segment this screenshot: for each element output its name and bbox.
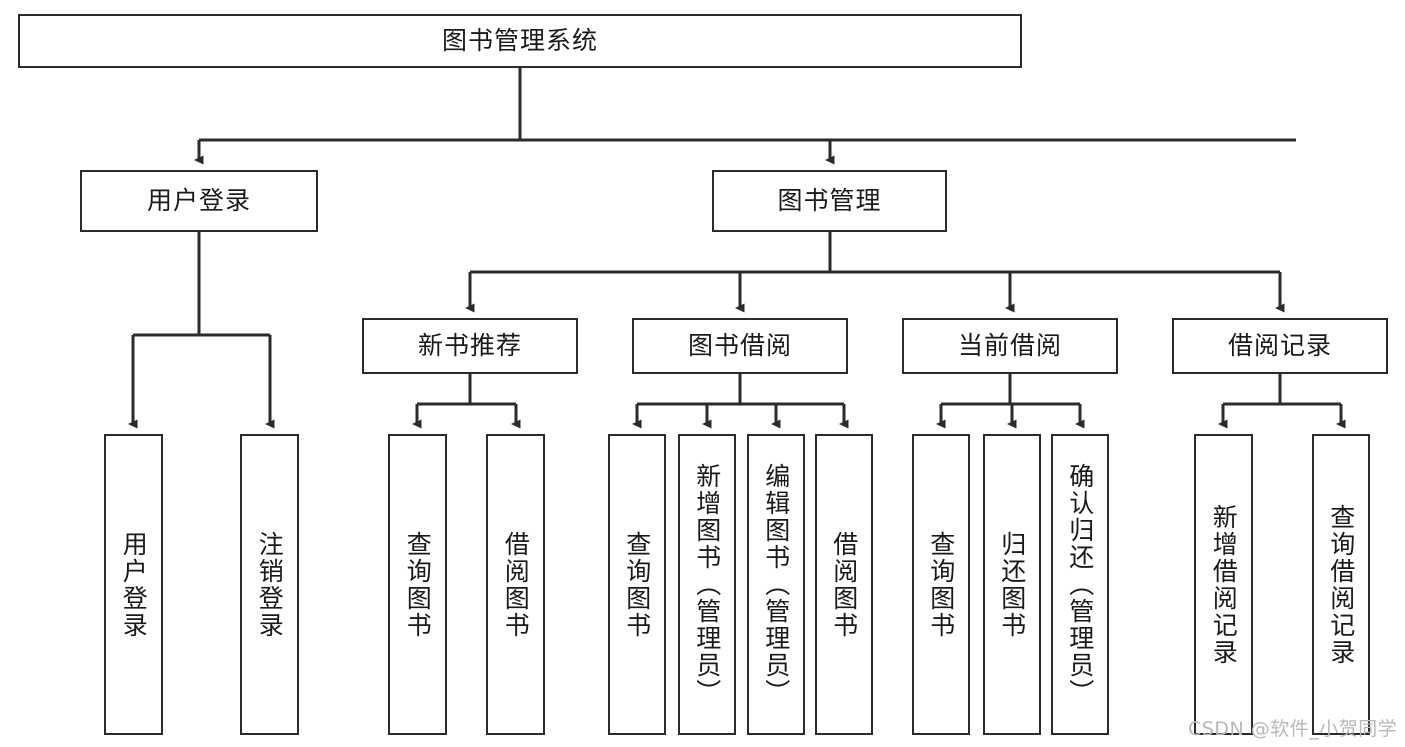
leaf-query-book-2[interactable]: 查询图书 (608, 434, 666, 735)
leaf-query-book-1-label: 查询图书 (403, 530, 433, 639)
node-current-borrow-label: 当前借阅 (957, 330, 1062, 360)
node-borrow-record[interactable]: 借阅记录 (1172, 318, 1388, 374)
leaf-add-book-admin-label: 新增图书（管理员） (692, 463, 722, 706)
leaf-query-book-3[interactable]: 查询图书 (912, 434, 970, 735)
watermark: CSDN @软件_小贺同学 (1188, 718, 1398, 740)
leaf-edit-book-admin[interactable]: 编辑图书（管理员） (747, 434, 805, 735)
leaf-borrow-book-1-label: 借阅图书 (501, 530, 531, 639)
leaf-add-borrow-record[interactable]: 新增借阅记录 (1194, 434, 1253, 735)
node-new-book-recommend-label: 新书推荐 (417, 330, 522, 360)
leaf-return-book[interactable]: 归还图书 (983, 434, 1041, 735)
leaf-borrow-book-2[interactable]: 借阅图书 (815, 434, 873, 735)
leaf-query-book-1[interactable]: 查询图书 (388, 434, 447, 735)
leaf-return-book-label: 归还图书 (997, 530, 1027, 639)
leaf-edit-book-admin-label: 编辑图书（管理员） (761, 463, 791, 706)
node-current-borrow[interactable]: 当前借阅 (902, 318, 1118, 374)
leaf-add-book-admin[interactable]: 新增图书（管理员） (678, 434, 736, 735)
leaf-confirm-return-admin[interactable]: 确认归还（管理员） (1051, 434, 1109, 735)
node-root[interactable]: 图书管理系统 (18, 14, 1022, 68)
leaf-confirm-return-admin-label: 确认归还（管理员） (1065, 463, 1095, 706)
node-book-borrow[interactable]: 图书借阅 (632, 318, 848, 374)
node-user-login-label: 用户登录 (146, 185, 251, 215)
leaf-user-login-label: 用户登录 (119, 530, 149, 639)
leaf-logout-login[interactable]: 注销登录 (240, 434, 299, 735)
node-new-book-recommend[interactable]: 新书推荐 (362, 318, 578, 374)
node-book-borrow-label: 图书借阅 (687, 330, 792, 360)
leaf-query-borrow-record[interactable]: 查询借阅记录 (1312, 434, 1370, 735)
node-root-label: 图书管理系统 (441, 25, 598, 55)
leaf-borrow-book-1[interactable]: 借阅图书 (486, 434, 545, 735)
node-book-management-label: 图书管理 (777, 185, 882, 215)
node-book-management[interactable]: 图书管理 (712, 170, 947, 232)
leaf-query-book-3-label: 查询图书 (926, 530, 956, 639)
leaf-borrow-book-2-label: 借阅图书 (829, 530, 859, 639)
leaf-query-book-2-label: 查询图书 (622, 530, 652, 639)
node-borrow-record-label: 借阅记录 (1227, 330, 1332, 360)
leaf-query-borrow-record-label: 查询借阅记录 (1326, 503, 1356, 666)
node-user-login[interactable]: 用户登录 (80, 170, 318, 232)
leaf-add-borrow-record-label: 新增借阅记录 (1209, 503, 1239, 666)
leaf-user-login[interactable]: 用户登录 (104, 434, 163, 735)
leaf-logout-login-label: 注销登录 (255, 530, 285, 639)
